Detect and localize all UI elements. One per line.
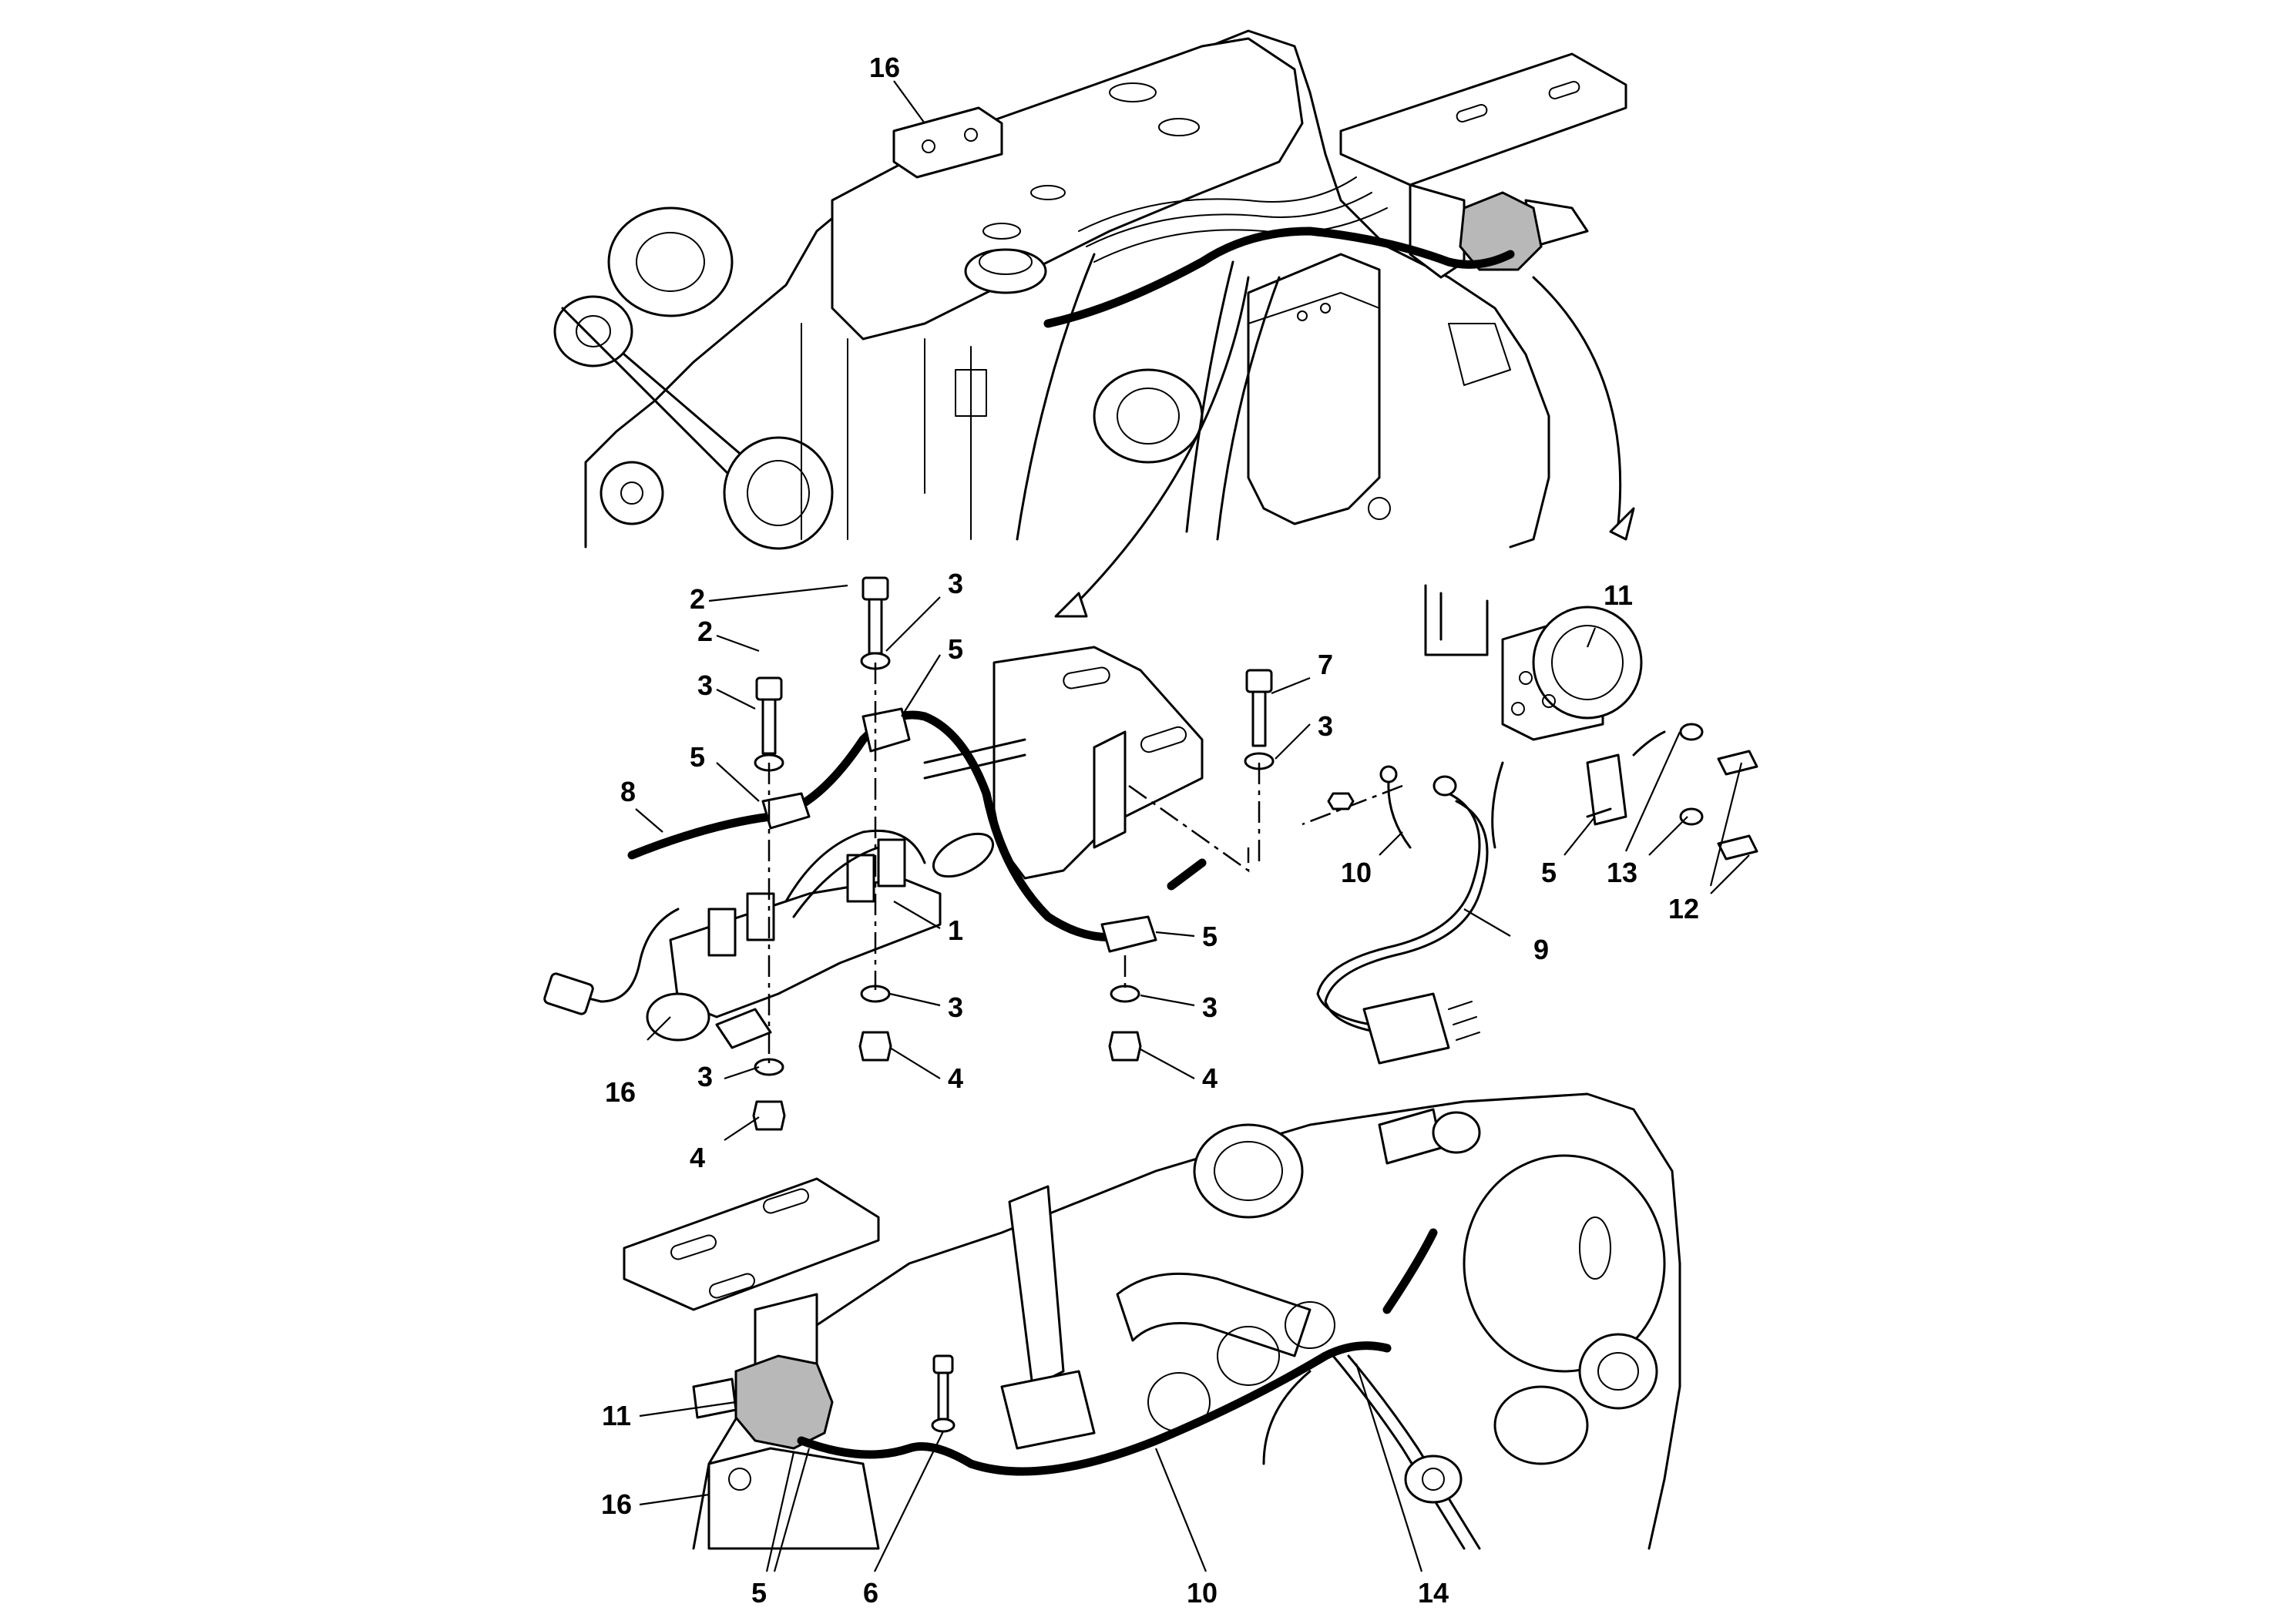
callout-16-bot: 16 — [601, 1488, 632, 1520]
bolt-chain-a — [752, 676, 786, 1131]
callout-11-bot: 11 — [602, 1400, 631, 1431]
callout-5-b: 5 — [690, 741, 705, 773]
callout-10-bot: 10 — [1187, 1577, 1218, 1609]
callout-5-c: 5 — [1202, 921, 1218, 952]
callout-7: 7 — [1318, 649, 1333, 680]
callout-14: 14 — [1418, 1577, 1449, 1609]
callout-11-mid: 11 — [1604, 579, 1633, 611]
callout-2-a: 2 — [690, 583, 705, 615]
bolt-chain-c — [1244, 669, 1275, 863]
callout-4-b: 4 — [1202, 1062, 1218, 1094]
callout-12: 12 — [1668, 893, 1699, 924]
callout-8: 8 — [620, 776, 636, 807]
installed-view — [623, 1092, 1681, 1550]
engine-top-view — [553, 29, 1635, 618]
callout-16-top: 16 — [869, 52, 900, 83]
bolt-chain-b — [858, 576, 892, 1062]
callout-3-d: 3 — [948, 992, 963, 1023]
callout-13: 13 — [1607, 857, 1637, 888]
callout-4-a: 4 — [948, 1062, 963, 1094]
callout-9: 9 — [1533, 934, 1549, 965]
callout-16-mid: 16 — [605, 1076, 636, 1108]
callout-2-b: 2 — [697, 616, 713, 647]
callout-3-b: 3 — [948, 568, 963, 599]
callout-3-f: 3 — [697, 1061, 713, 1092]
callout-6: 6 — [863, 1577, 878, 1609]
callout-5-a: 5 — [948, 633, 963, 665]
bolt-chain-d — [1108, 955, 1142, 1062]
callout-3-a: 3 — [697, 669, 713, 701]
callout-5-d: 5 — [1541, 857, 1557, 888]
callout-4-c: 4 — [690, 1142, 705, 1173]
callout-3-e: 3 — [1202, 992, 1218, 1023]
leader-lines — [635, 80, 1750, 1572]
exploded-view — [543, 576, 1758, 1131]
callout-labels: 16 2 2 3 3 3 3 3 3 3 5 5 5 7 8 1 4 4 4 1… — [601, 52, 1699, 1609]
callout-5-e: 5 — [751, 1577, 767, 1609]
callout-1: 1 — [948, 914, 963, 946]
callout-10-mid: 10 — [1341, 857, 1372, 888]
callout-3-c: 3 — [1318, 710, 1333, 742]
